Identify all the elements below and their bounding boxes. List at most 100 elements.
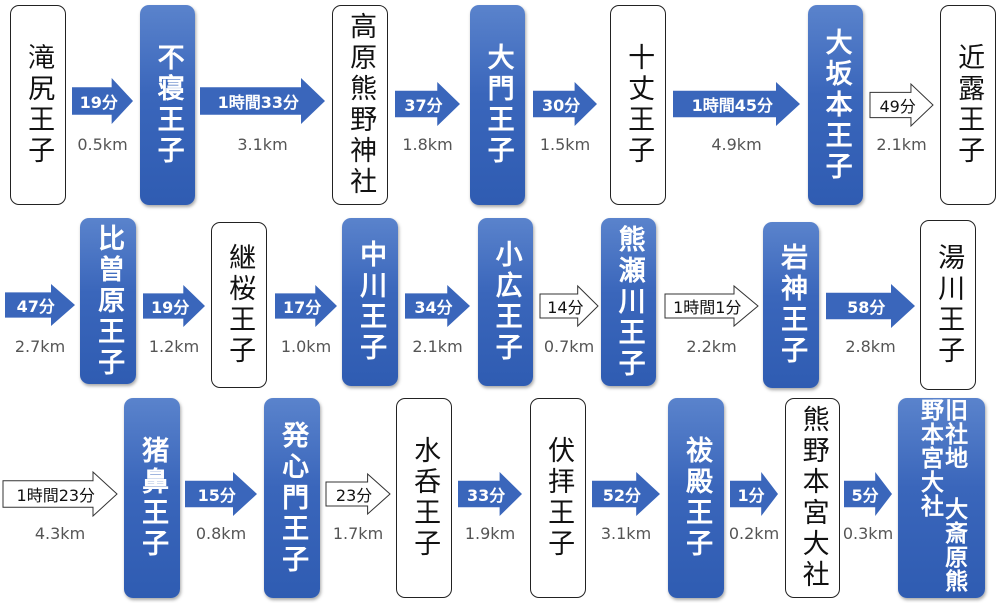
waypoint-name-line: 伏拝王子 xyxy=(543,436,575,560)
waypoint-name-line: 水呑王子 xyxy=(409,436,441,560)
waypoint-name-line: 大門王子 xyxy=(482,43,514,167)
waypoint-box: 岩神王子 xyxy=(763,222,819,388)
waypoint-box: 十丈王子 xyxy=(610,5,666,205)
travel-time: 1分 xyxy=(737,486,765,505)
waypoint-box: 不寝王子 xyxy=(140,5,195,205)
travel-arrow: 1時間45分 xyxy=(673,82,800,126)
waypoint-box: 大坂本王子 xyxy=(808,5,863,205)
waypoint-box: 中川王子 xyxy=(342,218,398,386)
travel-distance: 4.3km xyxy=(34,524,86,543)
travel-distance: 3.1km xyxy=(237,135,288,154)
waypoint-name: 伏拝王子 xyxy=(543,436,575,560)
waypoint-name: 継桜王子 xyxy=(224,243,256,367)
waypoint-name-line: 比曽原王子 xyxy=(93,223,125,379)
travel-time: 34分 xyxy=(414,298,453,317)
waypoint-name: 中川王子 xyxy=(355,240,387,364)
waypoint-name: 発心門王子 xyxy=(277,421,308,576)
waypoint-name-line: 十丈王子 xyxy=(623,43,655,167)
waypoint-box: 水呑王子 xyxy=(396,398,452,598)
waypoint-name: 不寝王子 xyxy=(153,43,184,167)
waypoint-name-line: 高原熊野神社 xyxy=(345,12,377,198)
waypoint-name: 湯川王子 xyxy=(933,243,965,367)
arrow-right-icon xyxy=(5,284,75,326)
travel-distance: 0.7km xyxy=(543,337,595,356)
travel-arrow: 15分 xyxy=(185,472,257,516)
travel-time: 37分 xyxy=(404,96,443,115)
travel-arrow: 49分 xyxy=(869,82,934,128)
waypoint-box: 湯川王子 xyxy=(920,220,976,390)
waypoint-name: 祓殿王子 xyxy=(681,436,712,560)
travel-arrow: 34分 xyxy=(405,285,470,327)
arrow-right-icon xyxy=(395,82,460,126)
arrow-right-icon xyxy=(200,78,325,124)
waypoint-name-line: 大坂本王子 xyxy=(820,27,852,183)
travel-distance: 1.0km xyxy=(280,337,332,356)
waypoint-name-line: 猪鼻王子 xyxy=(137,436,169,560)
waypoint-name-line: 湯川王子 xyxy=(933,243,965,367)
travel-arrow: 19分 xyxy=(72,78,133,124)
waypoint-name-line: 岩神王子 xyxy=(776,243,808,367)
waypoint-name-line: 中川王子 xyxy=(355,240,387,364)
waypoint-box: 熊瀬川王子 xyxy=(601,218,656,386)
waypoint-name: 小広王子 xyxy=(490,240,522,364)
waypoint-box: 熊野本宮大社 xyxy=(785,398,840,598)
travel-distance: 1.5km xyxy=(539,135,591,154)
arrow-right-icon xyxy=(72,78,133,124)
waypoint-box: 小広王子 xyxy=(478,218,533,386)
arrow-right-icon xyxy=(143,285,205,327)
waypoint-name: 十丈王子 xyxy=(623,43,655,167)
waypoint-name-line: 近露王子 xyxy=(953,43,985,167)
waypoint-name: 水呑王子 xyxy=(409,436,441,560)
waypoint-name: 滝尻王子 xyxy=(23,43,55,167)
travel-distance: 0.8km xyxy=(195,524,247,543)
travel-time: 15分 xyxy=(197,486,236,505)
arrow-right-icon xyxy=(844,472,892,516)
arrow-right-icon xyxy=(275,285,337,327)
arrow-right-icon xyxy=(405,285,470,327)
travel-time: 19分 xyxy=(151,298,190,317)
travel-distance: 2.2km xyxy=(686,337,737,356)
waypoint-box: 大門王子 xyxy=(470,5,525,205)
waypoint-name: 熊野本宮大社 xyxy=(798,405,829,591)
waypoint-name-line: 継桜王子 xyxy=(224,243,256,367)
travel-distance: 4.9km xyxy=(711,135,762,154)
travel-distance: 2.1km xyxy=(412,337,463,356)
travel-arrow: 37分 xyxy=(395,82,460,126)
waypoint-name: 大門王子 xyxy=(482,43,514,167)
travel-arrow: 1時間33分 xyxy=(200,78,325,124)
travel-distance: 0.5km xyxy=(77,135,128,154)
waypoint-name: 旧社地 大斎原熊野本宮大社 xyxy=(917,398,967,598)
travel-time: 47分 xyxy=(16,297,55,316)
waypoint-name: 猪鼻王子 xyxy=(137,436,169,560)
travel-arrow: 1時間1分 xyxy=(664,284,759,328)
travel-time: 1時間45分 xyxy=(691,96,773,115)
travel-time: 1時間23分 xyxy=(16,486,96,505)
waypoint-name-line: 小広王子 xyxy=(490,240,522,364)
travel-distance: 0.3km xyxy=(842,524,894,543)
travel-distance: 0.2km xyxy=(728,524,780,543)
waypoint-box: 伏拝王子 xyxy=(530,398,586,598)
arrow-right-icon xyxy=(2,470,118,518)
arrow-right-icon xyxy=(592,472,660,516)
travel-arrow: 47分 xyxy=(5,284,75,326)
travel-arrow: 1分 xyxy=(730,472,778,516)
travel-time: 1時間33分 xyxy=(217,93,299,112)
travel-time: 58分 xyxy=(847,298,886,317)
waypoint-name: 岩神王子 xyxy=(776,243,808,367)
waypoint-name: 比曽原王子 xyxy=(93,223,125,379)
waypoint-box: 継桜王子 xyxy=(211,222,267,388)
waypoint-box: 高原熊野神社 xyxy=(332,5,388,205)
waypoint-name-line: 熊瀬川王子 xyxy=(613,224,645,380)
arrow-right-icon xyxy=(826,284,915,328)
travel-time: 14分 xyxy=(547,298,584,317)
waypoint-name-line: 滝尻王子 xyxy=(23,43,55,167)
travel-distance: 3.1km xyxy=(600,524,652,543)
waypoint-box: 旧社地 大斎原熊野本宮大社 xyxy=(898,398,985,598)
waypoint-box: 猪鼻王子 xyxy=(124,398,180,598)
arrow-right-icon xyxy=(185,472,257,516)
waypoint-name-line: 旧社地 大斎原 xyxy=(940,398,967,569)
travel-time: 33分 xyxy=(466,486,506,505)
travel-arrow: 30分 xyxy=(533,82,597,126)
travel-arrow: 19分 xyxy=(143,285,205,327)
